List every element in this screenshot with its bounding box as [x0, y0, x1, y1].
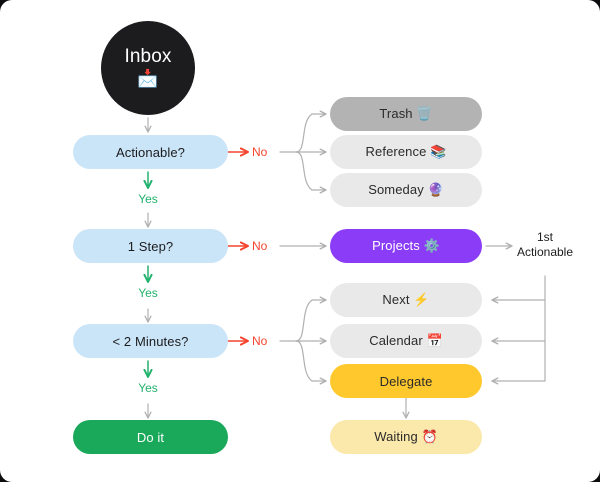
- edge-label-yes-two-minutes: Yes: [138, 381, 158, 395]
- node-two-minutes[interactable]: < 2 Minutes?: [73, 324, 228, 358]
- edge-to-next: [295, 296, 327, 342]
- calendar-label: Calendar 📅: [369, 333, 443, 348]
- two-minutes-label: < 2 Minutes?: [112, 333, 189, 349]
- delegate-label: Delegate: [379, 373, 433, 389]
- trash-label: Trash 🗑️: [379, 106, 433, 121]
- edge-to-someday: [295, 151, 327, 194]
- node-delegate[interactable]: Delegate: [330, 364, 482, 398]
- do-it-label: Do it: [136, 429, 165, 445]
- edge-label-no-one-step: No: [252, 239, 268, 253]
- node-waiting[interactable]: Waiting ⏰: [330, 420, 482, 454]
- node-reference[interactable]: Reference 📚: [330, 135, 482, 169]
- edge-label-no-actionable: No: [252, 145, 268, 159]
- edge-to-trash: [295, 110, 327, 153]
- edge-first-actionable-to-delegate: [491, 275, 546, 385]
- edge-label-yes-actionable: Yes: [138, 192, 158, 206]
- node-actionable[interactable]: Actionable?: [73, 135, 228, 169]
- node-calendar[interactable]: Calendar 📅: [330, 324, 482, 358]
- node-do-it[interactable]: Do it: [73, 420, 228, 454]
- one-step-label: 1 Step?: [127, 238, 174, 254]
- first-actionable-line2: Actionable: [516, 245, 574, 259]
- actionable-label: Actionable?: [115, 144, 186, 160]
- edge-label-first-actionable: 1st Actionable: [505, 230, 585, 260]
- reference-label: Reference 📚: [365, 144, 447, 159]
- node-inbox[interactable]: Inbox 📩: [101, 21, 195, 115]
- inbox-emoji-icon: 📩: [137, 69, 159, 89]
- next-label: Next ⚡: [382, 292, 430, 307]
- projects-label: Projects ⚙️: [372, 238, 440, 253]
- node-someday[interactable]: Someday 🔮: [330, 173, 482, 207]
- waiting-label: Waiting ⏰: [374, 429, 438, 444]
- first-actionable-line1: 1st: [536, 230, 553, 244]
- node-one-step[interactable]: 1 Step?: [73, 229, 228, 263]
- edge-label-yes-one-step: Yes: [138, 286, 158, 300]
- edge-label-no-two-minutes: No: [252, 334, 268, 348]
- someday-label: Someday 🔮: [368, 182, 444, 197]
- inbox-label: Inbox: [124, 46, 172, 68]
- node-next[interactable]: Next ⚡: [330, 283, 482, 317]
- node-projects[interactable]: Projects ⚙️: [330, 229, 482, 263]
- edge-to-delegate: [295, 340, 327, 385]
- node-trash[interactable]: Trash 🗑️: [330, 97, 482, 131]
